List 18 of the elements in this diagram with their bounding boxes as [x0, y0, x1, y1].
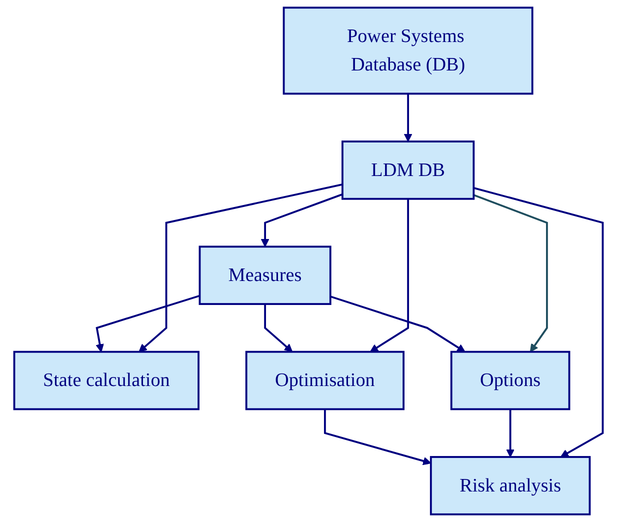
arrow	[330, 296, 466, 352]
node-box: Measures	[198, 246, 332, 305]
arrow	[473, 194, 548, 352]
node-box: Options	[450, 350, 570, 410]
node-box: State calculation	[13, 350, 200, 410]
node-box: Risk analysis	[430, 456, 591, 516]
arrow	[260, 193, 343, 248]
node-box: Power Systems Database (DB)	[282, 6, 534, 95]
arrow	[96, 294, 200, 352]
arrow	[506, 409, 515, 458]
node-box: LDM DB	[342, 140, 475, 200]
arrow	[473, 186, 604, 458]
node-box: Optimisation	[245, 350, 404, 410]
arrow	[370, 198, 410, 352]
arrow	[404, 94, 412, 142]
arrow	[264, 304, 293, 352]
arrow	[138, 184, 343, 352]
arrow	[324, 409, 432, 466]
